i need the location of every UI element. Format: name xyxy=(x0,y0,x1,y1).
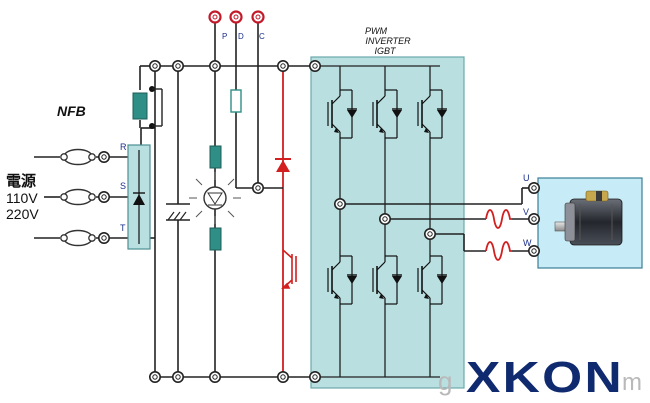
input-lines xyxy=(34,156,128,239)
supply-label: 電源 110V 220V xyxy=(6,172,39,222)
connector xyxy=(209,59,221,72)
terminal-p[interactable] xyxy=(208,10,222,24)
connector xyxy=(378,213,392,225)
precharge-relay xyxy=(132,65,163,129)
terminal-c[interactable] xyxy=(251,10,265,24)
brake-igbt xyxy=(281,249,297,289)
connector xyxy=(172,370,184,384)
inverter-title-line1: PWM xyxy=(365,26,387,36)
charge-resistor-lower xyxy=(209,227,222,251)
terminal-d[interactable] xyxy=(229,10,243,24)
connector xyxy=(527,182,541,194)
brake-resistor xyxy=(230,89,242,113)
nfb-label: NFB xyxy=(57,103,86,119)
connector xyxy=(308,370,322,384)
brake-diode xyxy=(275,158,291,172)
inverter-title: PWM INVERTER IGBT xyxy=(365,26,411,56)
breaker-s xyxy=(60,188,96,206)
connector xyxy=(98,151,110,163)
output-label-v: V xyxy=(523,207,529,217)
inverter-wiring xyxy=(318,65,440,378)
connector xyxy=(98,232,110,244)
watermark-prefix: g xyxy=(438,366,452,396)
supply-label-line2: 110V xyxy=(6,190,38,206)
supply-label-line3: 220V xyxy=(6,206,39,222)
phase-label-s: S xyxy=(120,181,126,191)
breaker-t xyxy=(60,229,96,247)
inverter-title-line3: IGBT xyxy=(374,46,397,56)
connector xyxy=(527,213,541,225)
connector xyxy=(172,59,184,72)
servo-motor-icon xyxy=(554,190,623,246)
rectifier-block xyxy=(127,144,151,250)
current-sensor-w xyxy=(485,241,512,261)
connector xyxy=(252,182,265,194)
terminal-label-p: P xyxy=(222,32,227,41)
terminal-label-d: D xyxy=(238,32,244,41)
output-label-u: U xyxy=(523,173,530,183)
output-label-w: W xyxy=(523,238,532,248)
connector xyxy=(276,59,290,72)
connector xyxy=(276,370,290,384)
indicator-lamp-icon xyxy=(189,172,241,224)
charge-resistor-upper xyxy=(209,145,222,169)
connector xyxy=(149,59,161,72)
breaker-r xyxy=(60,148,96,166)
phase-label-r: R xyxy=(120,142,127,152)
dc-link-capacitor xyxy=(166,203,190,221)
connector xyxy=(527,245,541,258)
watermark-brand: XKON xyxy=(466,353,624,402)
phase-label-t: T xyxy=(120,223,126,233)
watermark: g XKON m xyxy=(438,353,642,402)
watermark-suffix: m xyxy=(622,369,642,396)
inverter-title-line2: INVERTER xyxy=(365,36,411,46)
connector xyxy=(149,370,161,384)
current-sensor-v xyxy=(485,209,512,229)
connector xyxy=(423,228,437,240)
supply-label-line1: 電源 xyxy=(6,172,36,190)
connector xyxy=(308,59,322,72)
dc-bus xyxy=(140,22,315,378)
connector xyxy=(209,370,221,384)
connector xyxy=(98,191,110,203)
terminal-label-c: C xyxy=(259,32,265,41)
connector xyxy=(333,198,347,210)
